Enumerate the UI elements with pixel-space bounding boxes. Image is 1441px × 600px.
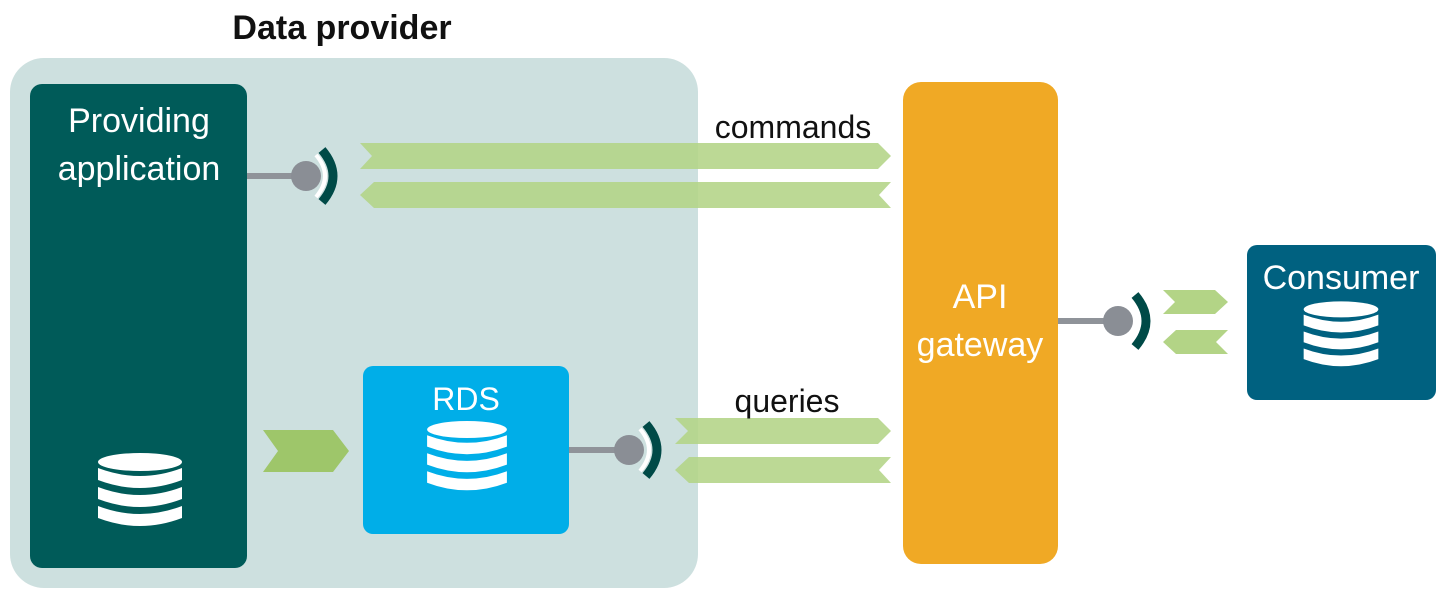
commands-arrow-right xyxy=(360,143,891,169)
api-gateway-label-line2: gateway xyxy=(917,326,1044,364)
queries-flow: queries xyxy=(675,383,891,483)
replication-arrow xyxy=(263,430,349,472)
api-gateway-node: API gateway xyxy=(903,82,1058,564)
api-gateway-connector xyxy=(1058,292,1151,350)
providing-app-connector xyxy=(247,147,338,205)
rds-label: RDS xyxy=(432,381,500,417)
queries-arrow-right xyxy=(675,418,891,444)
connector-ball-icon xyxy=(291,161,321,191)
queries-label: queries xyxy=(735,383,840,419)
providing-application-label-line2: application xyxy=(58,150,221,188)
consumer-node: Consumer xyxy=(1247,245,1436,400)
providing-application-label-line1: Providing xyxy=(68,102,210,140)
consumer-flow xyxy=(1163,290,1228,354)
connector-socket-icon xyxy=(642,421,662,479)
commands-arrow-left xyxy=(360,182,891,208)
commands-label: commands xyxy=(715,109,872,145)
connector-socket-icon xyxy=(1131,292,1151,350)
consumer-arrow-left xyxy=(1163,330,1228,354)
rds-connector xyxy=(569,421,662,479)
commands-flow: commands xyxy=(360,109,891,208)
rds-node: RDS xyxy=(363,366,569,534)
connector-ball-icon xyxy=(614,435,644,465)
consumer-arrow-right xyxy=(1163,290,1228,314)
group-title: Data provider xyxy=(232,9,451,47)
connector-ball-icon xyxy=(1103,306,1133,336)
connector-socket-icon xyxy=(318,147,338,205)
api-gateway-label-line1: API xyxy=(953,278,1008,316)
queries-arrow-left xyxy=(675,457,891,483)
providing-application-node: Providing application xyxy=(30,84,247,568)
consumer-label: Consumer xyxy=(1263,259,1420,297)
